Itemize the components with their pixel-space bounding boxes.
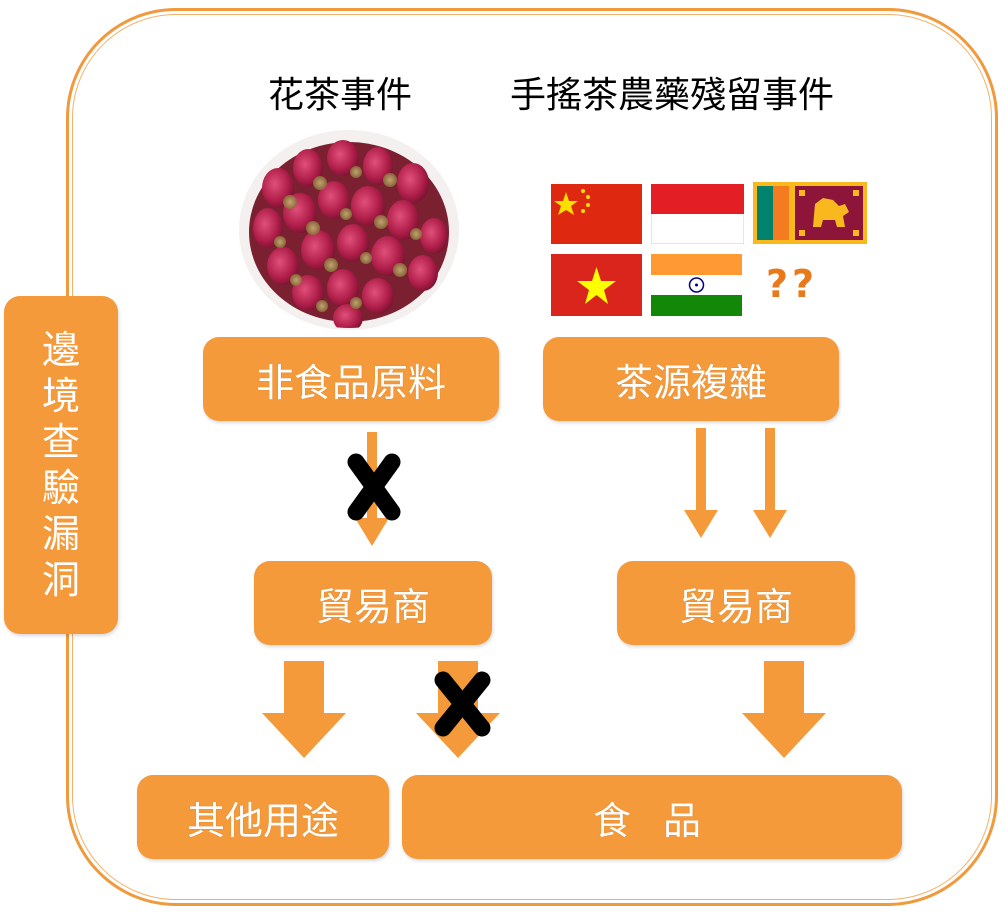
heading-flower-tea-incident: 花茶事件 bbox=[268, 75, 413, 116]
unknown-origin-marks: ?? bbox=[766, 262, 819, 306]
side-label-char: 境 bbox=[41, 374, 80, 418]
cross-mark-lower bbox=[434, 671, 491, 737]
box-trader-right: 貿易商 bbox=[617, 561, 855, 645]
side-label-char: 漏 bbox=[41, 512, 80, 556]
box-other-uses: 其他用途 bbox=[137, 775, 389, 859]
arrow-tea-source-to-trader-2 bbox=[753, 428, 787, 538]
sri-lanka-flag bbox=[753, 182, 867, 244]
vietnam-flag bbox=[551, 254, 642, 316]
arrow-trader-to-other-uses bbox=[262, 661, 346, 758]
box-food: 食 品 bbox=[402, 775, 902, 859]
cross-mark-upper bbox=[347, 453, 401, 521]
side-label-border-inspection-loophole: 邊 境 查 驗 漏 洞 bbox=[4, 296, 118, 634]
china-flag bbox=[551, 184, 642, 244]
rose-buds-image bbox=[239, 130, 459, 330]
box-trader-left: 貿易商 bbox=[254, 561, 492, 645]
box-complex-tea-source: 茶源複雜 bbox=[543, 337, 839, 421]
side-label-char: 查 bbox=[41, 420, 80, 464]
arrow-tea-source-to-trader-1 bbox=[684, 428, 718, 538]
arrow-trader-right-to-food bbox=[742, 661, 826, 758]
side-label-char: 洞 bbox=[41, 558, 80, 602]
indonesia-flag bbox=[651, 184, 744, 244]
side-label-char: 邊 bbox=[41, 328, 80, 372]
heading-hand-shaken-tea-incident: 手搖茶農藥殘留事件 bbox=[510, 75, 835, 116]
india-flag bbox=[651, 254, 742, 316]
box-non-food-material: 非食品原料 bbox=[203, 337, 499, 421]
side-label-char: 驗 bbox=[41, 466, 80, 510]
